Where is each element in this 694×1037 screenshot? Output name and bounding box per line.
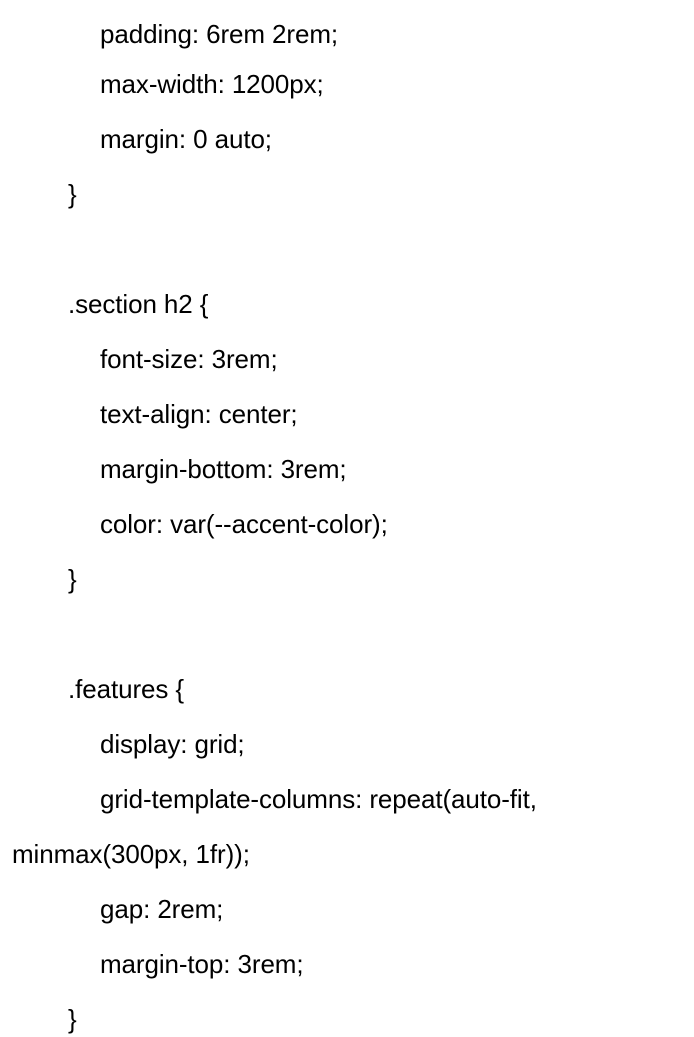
code-line-blank	[0, 222, 694, 277]
code-line: .section h2 {	[68, 289, 209, 319]
code-line: }	[68, 564, 77, 594]
code-line: max-width: 1200px;	[100, 69, 324, 99]
code-line: .features {	[68, 674, 184, 704]
code-line: gap: 2rem;	[100, 894, 224, 924]
code-line: margin: 0 auto;	[100, 124, 272, 154]
code-line-wrapped: minmax(300px, 1fr));	[12, 839, 250, 869]
code-line: text-align: center;	[100, 399, 298, 429]
code-line: padding: 6rem 2rem;	[100, 19, 339, 49]
code-line: }	[68, 1004, 77, 1034]
code-line: font-size: 3rem;	[100, 344, 278, 374]
code-line: display: grid;	[100, 729, 245, 759]
code-line: margin-top: 3rem;	[100, 949, 304, 979]
code-line: color: var(--accent-color);	[100, 509, 388, 539]
code-line-blank	[0, 607, 694, 662]
code-line: margin-bottom: 3rem;	[100, 454, 347, 484]
code-line: grid-template-columns: repeat(auto-fit,	[100, 784, 537, 814]
code-line: }	[68, 179, 77, 209]
